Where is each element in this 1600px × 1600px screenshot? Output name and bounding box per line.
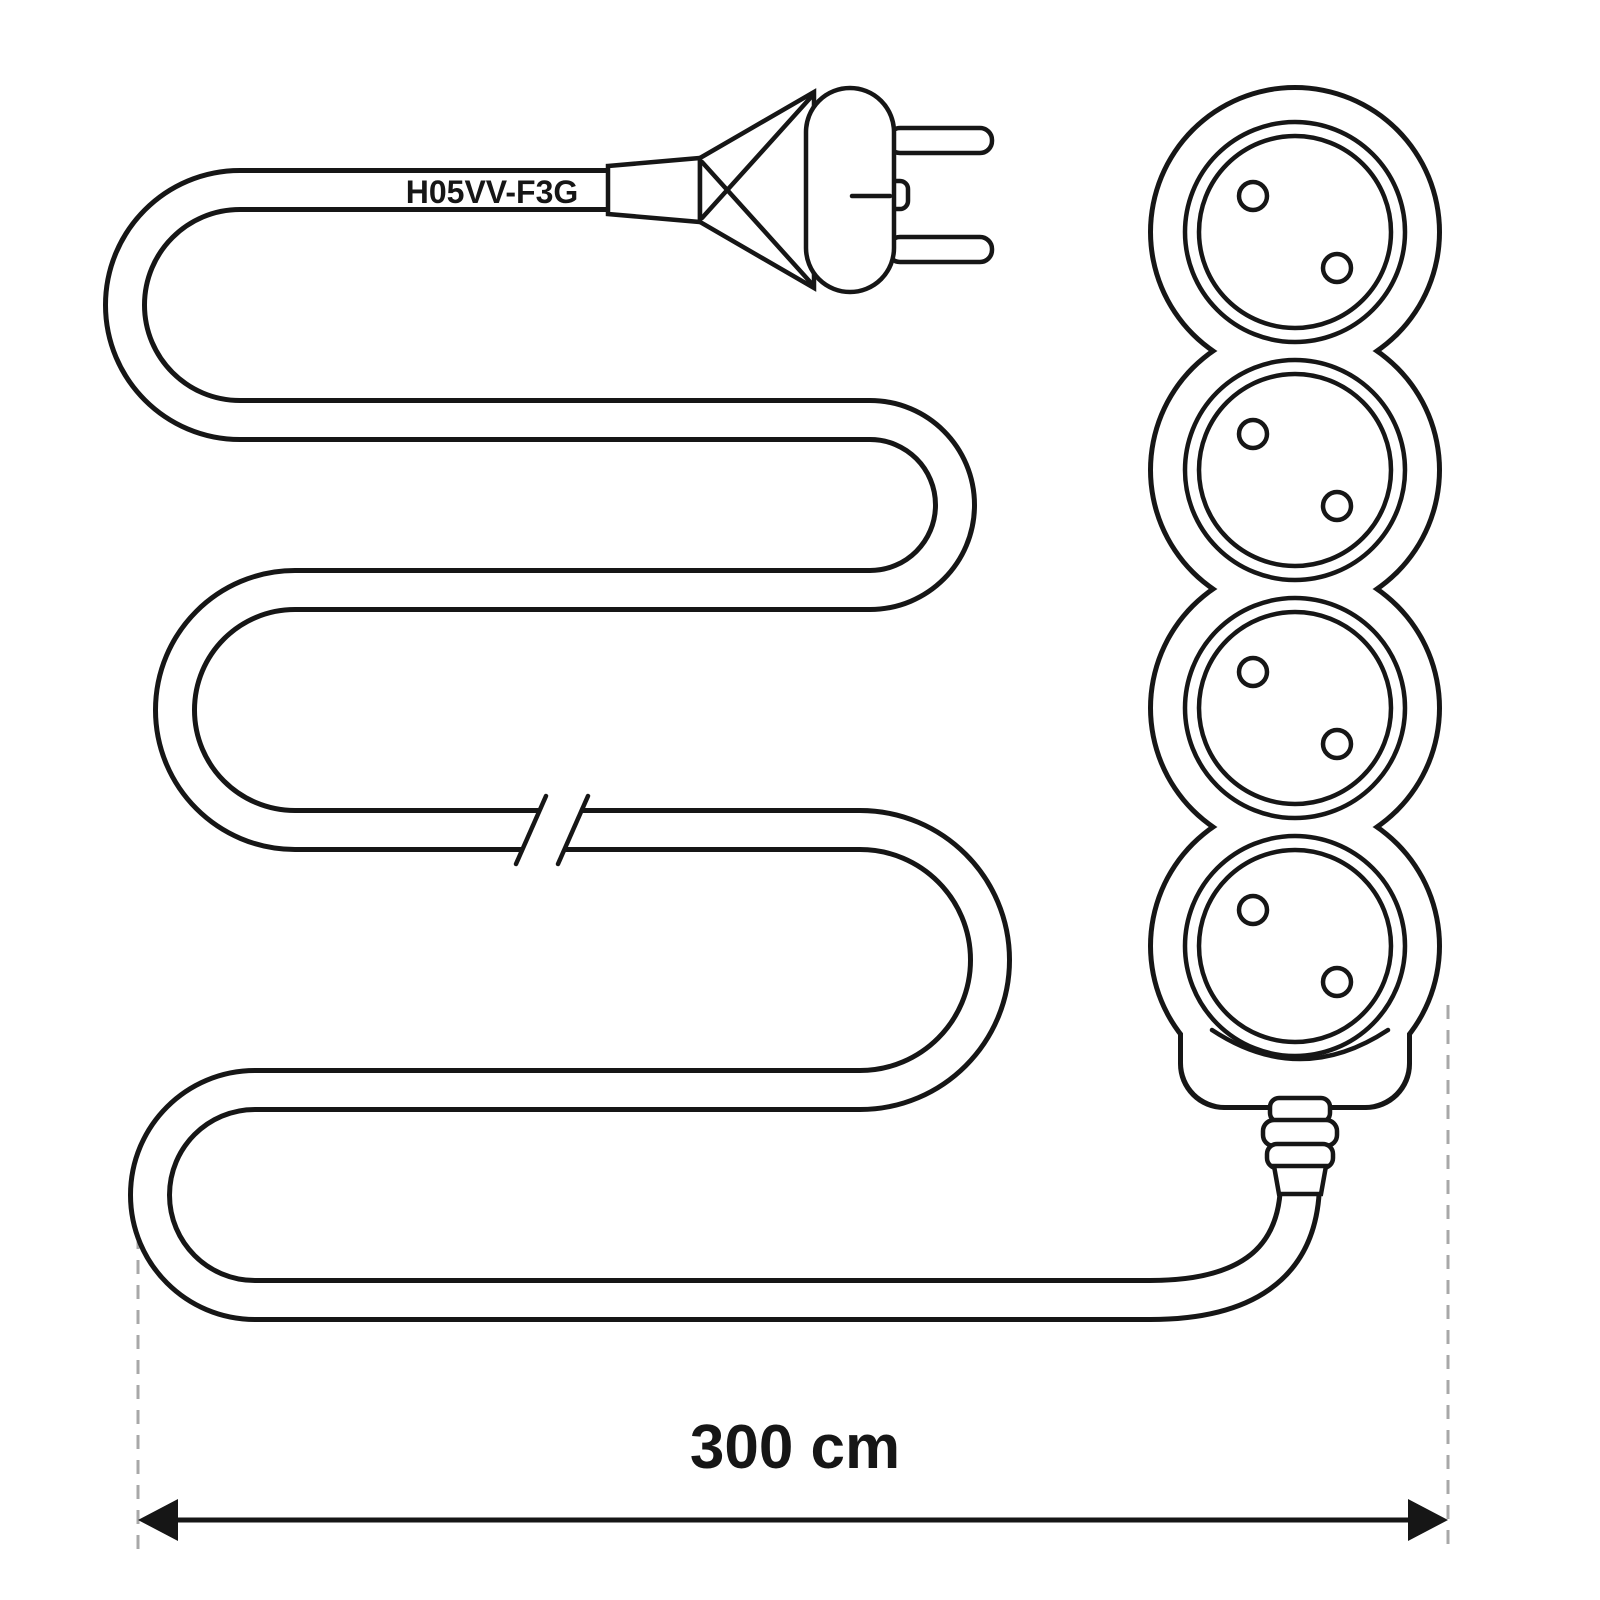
cable-outline (103, 168, 1322, 1322)
plug-pin-bottom (885, 234, 995, 265)
plug-body (803, 85, 897, 295)
socket-hole (1236, 655, 1270, 689)
socket-4 (1182, 833, 1408, 1059)
socket-well (1182, 595, 1408, 821)
socket-well (1182, 357, 1408, 583)
socket-3 (1182, 595, 1408, 821)
strip-handle-arc (1209, 1027, 1391, 1062)
break-slash-right (555, 793, 591, 867)
socket-recess (1196, 609, 1394, 807)
power-cable (103, 168, 1322, 1322)
cable-label: H05VV-F3G (406, 174, 579, 210)
gland-taper (1271, 1163, 1329, 1197)
socket-hole (1320, 965, 1354, 999)
socket-1 (1182, 119, 1408, 345)
break-gap (514, 792, 590, 868)
plug-cone (697, 88, 817, 292)
cable-break-mark (513, 792, 591, 868)
socket-well (1182, 119, 1408, 345)
socket-well (1182, 833, 1408, 1059)
socket-hole (1236, 179, 1270, 213)
socket-2 (1182, 357, 1408, 583)
socket-hole (1236, 417, 1270, 451)
socket-recess (1196, 133, 1394, 331)
plug-collar (605, 155, 703, 225)
plug-cone-rib-1 (699, 159, 815, 287)
dimension-label: 300 cm (690, 1413, 900, 1482)
socket-hole (1320, 727, 1354, 761)
dimension-annotation: 300 cm (138, 1413, 1448, 1541)
dimension-arrow-left (138, 1499, 178, 1541)
socket-hole (1236, 893, 1270, 927)
socket-recess (1196, 847, 1394, 1045)
euro-plug (605, 85, 995, 295)
socket-recess (1196, 371, 1394, 569)
plug-cone-rib-2 (699, 93, 815, 221)
socket-hole (1320, 251, 1354, 285)
break-slash-left (513, 793, 549, 867)
dimension-arrow-right (1408, 1499, 1448, 1541)
cable-gland (1260, 1095, 1340, 1197)
cable-core (108, 173, 1317, 1317)
socket-hole (1320, 489, 1354, 523)
plug-pin-top (885, 125, 995, 156)
